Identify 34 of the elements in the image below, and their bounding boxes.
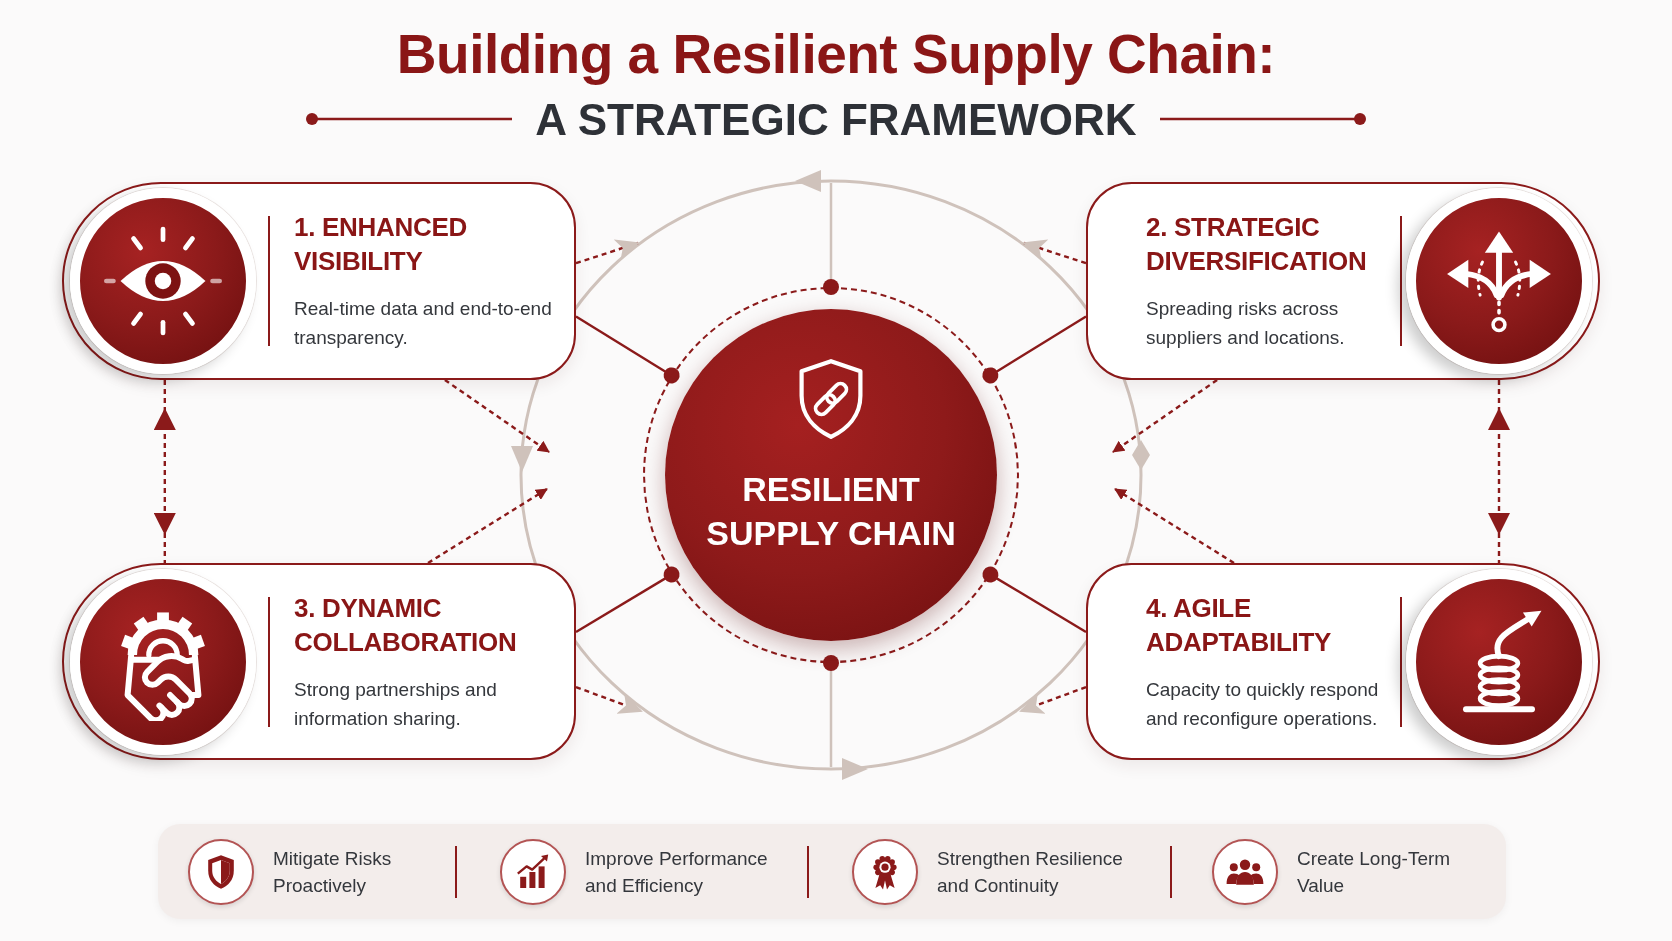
feature-card [1086,182,1600,380]
arrow [575,239,640,265]
arrow [1112,379,1218,453]
title: Building a Resilient Supply Chain: [396,22,1276,86]
arrow [1114,488,1235,564]
feature-card [62,563,576,760]
card-description: Spreading risks across suppliers and locations. [1146,297,1346,350]
benefit-text: Strengthen Resilience and Continuity [937,846,1124,898]
arrow [1019,685,1087,714]
double-arrow [1488,380,1510,563]
benefit-text: Create Long-Term Value [1297,846,1452,898]
card-heading: 4. AGILE ADAPTABILITY [1146,591,1333,659]
feature-card [62,182,576,380]
arrow [575,685,643,714]
hub-label: RESILIENT SUPPLY CHAIN [705,469,957,554]
card-description: Strong partnerships and information sharing. [294,677,498,731]
card-heading: 2. STRATEGIC DIVERSIFICATION [1146,211,1368,278]
card-description: Real-time data and end-to-end transparency. [294,297,553,350]
hub-circle [643,287,1019,663]
subtitle: A STRATEGIC FRAMEWORK [535,95,1137,145]
double-arrow [153,380,176,563]
benefit-text: Mitigate Risks Proactively [273,846,393,898]
feature-card [1086,563,1600,760]
connector-line [575,566,680,634]
arrow [1022,239,1087,265]
arrow [444,379,550,453]
card-description: Capacity to quickly respond and reconfigure operations. [1146,677,1380,731]
benefit-text: Improve Performance and Efficiency [585,846,769,898]
connector-line [575,315,680,384]
card-heading: 3. DYNAMIC COLLABORATION [294,591,518,659]
connector-line [982,315,1087,384]
card-heading: 1. ENHANCED VISIBILITY [294,211,468,278]
connector-line [982,566,1087,634]
arrow [427,488,548,564]
